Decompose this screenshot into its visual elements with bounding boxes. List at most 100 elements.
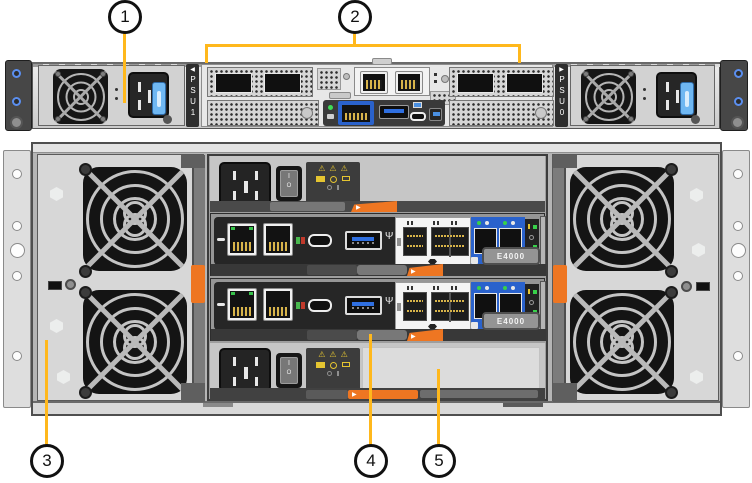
- callout-3-line: [45, 340, 48, 446]
- screw-icon: [10, 116, 23, 129]
- link-led: [249, 292, 253, 295]
- arrow-icons: [433, 286, 441, 290]
- controller-faceplate: Ψ: [214, 217, 395, 265]
- appliance-psu-left: [38, 65, 185, 126]
- sfp-port-block: [395, 217, 471, 265]
- controller-model-badge: E4000: [482, 247, 540, 265]
- micro-usb-port: [410, 112, 426, 121]
- release-latch: ▶: [351, 201, 397, 212]
- appliance-rear: ◀ PSU1: [5, 57, 748, 133]
- led: [434, 73, 437, 76]
- power-inlet: [219, 348, 271, 392]
- callout-2-bracket-left: [205, 44, 208, 63]
- led: [533, 225, 537, 229]
- callout-5-number: 5: [434, 451, 444, 470]
- expansion-slot: [207, 100, 319, 126]
- led: [503, 286, 507, 290]
- eth-activity-icon: [301, 302, 305, 309]
- led: [533, 290, 537, 294]
- appliance-left-ear: [5, 60, 32, 131]
- power-canister-bottom: I O ⚠ ⚠ ⚠: [210, 343, 545, 401]
- button: [441, 75, 449, 83]
- warning-icon: ⚠: [329, 350, 337, 359]
- switch-on-label: I: [288, 173, 290, 180]
- psu1-label-strip: ◀ PSU1: [186, 64, 199, 127]
- controller-model-badge: E4000: [482, 312, 540, 330]
- callout-2-bracket: [205, 44, 521, 47]
- psu-thumbscrew: [691, 115, 700, 124]
- connector: [48, 281, 62, 290]
- wrench-icon: [217, 238, 225, 241]
- icon: [428, 324, 437, 329]
- link-led: [231, 292, 235, 295]
- icon: [428, 259, 437, 264]
- icon: [471, 322, 478, 329]
- release-lever: [270, 202, 345, 211]
- vent-slot: [329, 92, 351, 99]
- psu-led: [643, 88, 646, 91]
- screw-icon: [731, 116, 744, 129]
- psu1-label: PSU1: [188, 75, 198, 119]
- wrench-icon: [217, 303, 225, 306]
- right-arrow-icon: ▶: [559, 67, 564, 73]
- eth-activity-icon: [301, 237, 305, 244]
- link-led: [249, 227, 253, 230]
- psu0-label: PSU0: [557, 75, 567, 119]
- latch-arrow-icon: ▶: [411, 269, 416, 275]
- warning-icon: ⚠: [318, 164, 326, 173]
- controller-canister-a: Ψ: [210, 213, 546, 276]
- usb-port: [345, 296, 382, 315]
- release-lever: [306, 390, 348, 399]
- sfp-port-pair: [431, 227, 469, 257]
- led: [528, 289, 530, 294]
- expansion-slot: [449, 100, 554, 126]
- shelf-top-rail: [33, 144, 720, 153]
- psu-fan: [53, 69, 108, 124]
- warning-icon: ⚠: [318, 350, 326, 359]
- power-inlet: [219, 162, 271, 206]
- switch-off-label: O: [286, 183, 292, 189]
- ethernet-port: [395, 71, 423, 94]
- shelf-chassis: I O ⚠ ⚠ ⚠: [31, 142, 722, 416]
- release-lever: [307, 330, 357, 340]
- screw-icon: [734, 69, 743, 78]
- controller-faceplate: Ψ: [214, 282, 395, 330]
- callout-2-bracket-right: [518, 44, 521, 63]
- psu-fan: [581, 69, 636, 124]
- icon: [471, 257, 478, 264]
- controller-model: E4000: [496, 316, 526, 326]
- controller-canister-b: Ψ: [210, 278, 546, 341]
- fan-canister-right: [552, 154, 719, 402]
- eth-activity-icon: [296, 237, 300, 244]
- psu0-label-strip: ▶ PSU0: [555, 64, 568, 127]
- appliance-io-area: [201, 64, 554, 127]
- led: [434, 80, 437, 83]
- callout-2: 2: [338, 0, 372, 34]
- led: [503, 221, 507, 225]
- shelf-right-flange: [722, 150, 750, 408]
- usb-port: [379, 105, 409, 119]
- fan-canister-left: [37, 154, 205, 402]
- left-arrow-icon: ◀: [190, 67, 195, 73]
- sfp-port-block: [395, 282, 471, 330]
- callout-1-line: [123, 33, 126, 103]
- warning-label: ⚠ ⚠ ⚠: [306, 162, 360, 206]
- led: [528, 224, 530, 229]
- led: [529, 235, 534, 240]
- usb-icon: Ψ: [385, 231, 394, 242]
- arrow-icons: [407, 286, 415, 290]
- eth-activity-icon: [296, 302, 300, 309]
- fan: [83, 290, 187, 394]
- led: [477, 221, 481, 225]
- psu-led: [115, 97, 118, 100]
- canister-latch: [553, 265, 567, 303]
- indicator: [413, 102, 422, 108]
- callout-3: 3: [30, 444, 64, 478]
- blank-area: [362, 347, 540, 390]
- arrow-icons: [407, 221, 415, 225]
- screw-icon: [535, 107, 547, 119]
- ethernet-port-1: [227, 223, 257, 256]
- usb-port: [429, 108, 442, 121]
- led: [477, 286, 481, 290]
